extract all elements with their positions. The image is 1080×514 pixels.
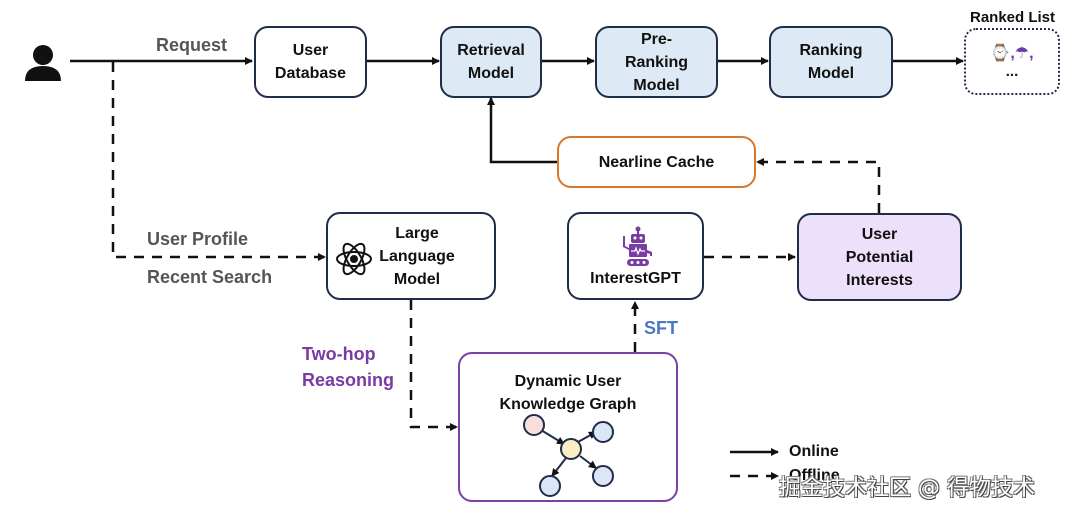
nearline-cache-label: Nearline Cache xyxy=(598,153,715,171)
legend-online-label: Online xyxy=(789,443,839,460)
edge-cache-retrieval xyxy=(487,97,557,164)
edge-llm-kg xyxy=(409,300,458,431)
person-icon xyxy=(25,45,61,81)
interestgpt-label: InterestGPT xyxy=(590,270,681,287)
llm-node[interactable]: Large Language Model xyxy=(326,212,496,300)
llm-label-line1: Large xyxy=(395,224,439,242)
edge-interests-cache xyxy=(756,158,881,213)
knowledge-graph-label: Dynamic User Knowledge Graph xyxy=(499,373,637,413)
llm-label-line2: Language xyxy=(379,247,455,265)
nearline-cache-node[interactable]: Nearline Cache xyxy=(557,136,756,188)
pre-ranking-model-node[interactable]: Pre-Ranking Model xyxy=(595,26,718,98)
ranked-list-more: ... xyxy=(1005,63,1019,80)
recent-search-label: Recent Search xyxy=(147,267,273,287)
ranking-model-node[interactable]: Ranking Model xyxy=(769,26,893,98)
interestgpt-node[interactable]: InterestGPT xyxy=(567,212,704,300)
knowledge-graph-icon xyxy=(523,414,614,497)
reasoning-label: Reasoning xyxy=(302,370,395,390)
two-hop-label: Two-hop xyxy=(302,344,376,364)
retrieval-model-label: Retrieval Model xyxy=(457,42,525,82)
request-label: Request xyxy=(156,35,228,55)
sft-label: SFT xyxy=(644,318,678,338)
user-database-node[interactable]: User Database xyxy=(254,26,367,98)
ranked-list-node[interactable]: ⌚,☂, ... xyxy=(964,28,1060,95)
watermark-text: 掘金技术社区 @ 得物技术 xyxy=(779,476,1035,501)
ranking-model-label: Ranking Model xyxy=(799,42,863,82)
retrieval-model-node[interactable]: Retrieval Model xyxy=(440,26,542,98)
ranked-list-title: Ranked List xyxy=(970,9,1056,26)
legend-offline-label: Offline xyxy=(789,467,840,484)
knowledge-graph-node[interactable]: Dynamic User Knowledge Graph xyxy=(458,352,678,502)
atom-icon xyxy=(336,242,372,276)
ranked-list-items: ⌚,☂, xyxy=(990,45,1034,62)
pre-ranking-model-label: Pre-Ranking Model xyxy=(624,30,689,94)
user-database-label: User Database xyxy=(274,42,347,82)
user-potential-interests-label: User Potential Interests xyxy=(845,225,914,289)
user-profile-label: User Profile xyxy=(147,229,249,249)
robot-icon xyxy=(623,226,652,266)
llm-label-line3: Model xyxy=(393,270,441,288)
user-potential-interests-node[interactable]: User Potential Interests xyxy=(797,213,962,301)
